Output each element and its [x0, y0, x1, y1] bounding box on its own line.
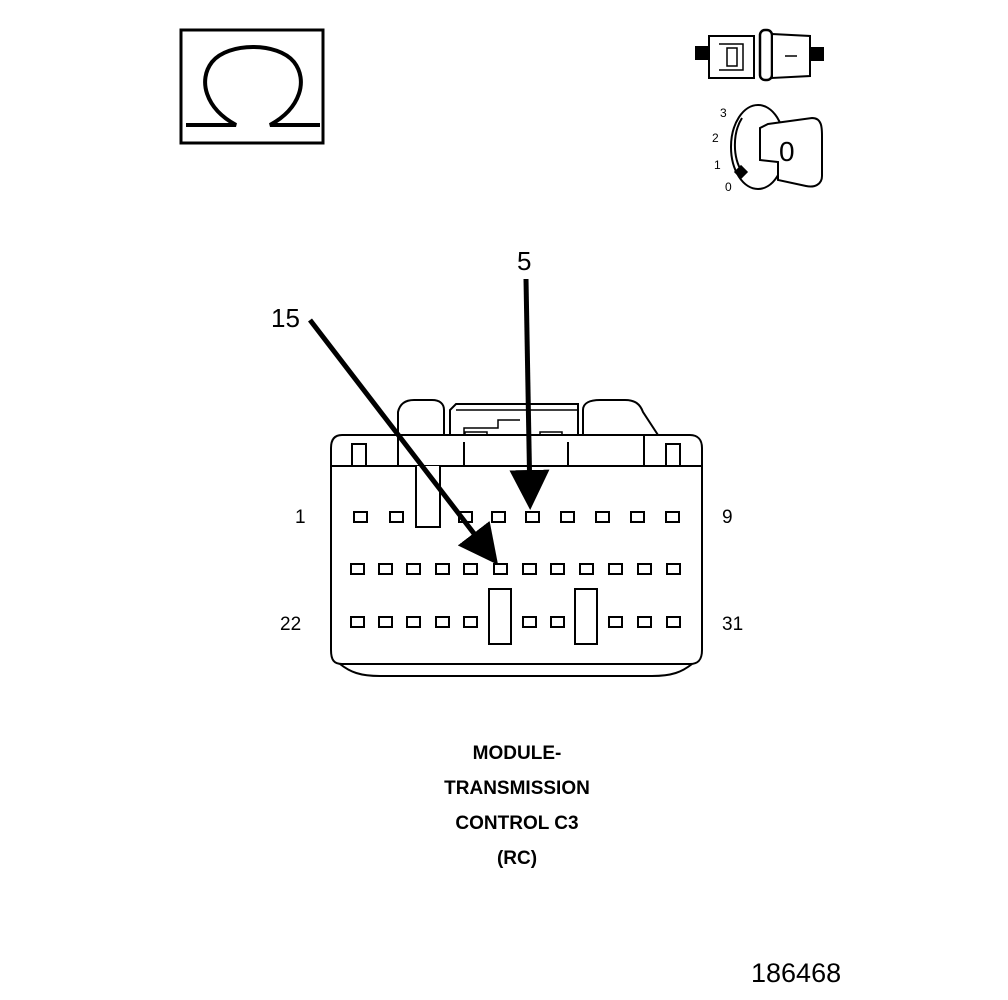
pin-cavity [435, 563, 450, 575]
pin-cavity [579, 563, 594, 575]
figure-number: 186468 [751, 958, 842, 988]
key-position-2: 2 [712, 131, 719, 145]
pin-cavity [350, 616, 365, 628]
pin-cavity [435, 616, 450, 628]
pin-cavity [491, 511, 506, 523]
caption-line-2: TRANSMISSION [444, 778, 590, 799]
pin-cavity [608, 616, 623, 628]
pin-cavity [595, 511, 610, 523]
pin-cavity [560, 511, 575, 523]
key-position-0: 0 [725, 180, 732, 194]
pin-cavity [637, 616, 652, 628]
pin-cavity [630, 511, 645, 523]
callout-label-15: 15 [271, 303, 300, 333]
pin-cavity [637, 563, 652, 575]
callout-label-5: 5 [517, 246, 532, 276]
pin-cavity [608, 563, 623, 575]
key-position-3: 3 [720, 106, 727, 120]
pin-cavity [353, 511, 368, 523]
caption-line-4: (RC) [496, 848, 538, 869]
pin-label-31: 31 [722, 614, 744, 635]
pin-cavity [389, 511, 404, 523]
pin-cavity [406, 616, 421, 628]
pin-cavity [522, 563, 537, 575]
callout-arrow-5 [509, 278, 550, 510]
pin-cavity [378, 616, 393, 628]
pin-cavity [665, 511, 680, 523]
key-current-position: 0 [779, 136, 795, 167]
pin-cavity [378, 563, 393, 575]
pin-cavity [666, 616, 681, 628]
pin-cavity [522, 616, 537, 628]
pin-cavity [406, 563, 421, 575]
callout-arrow-15 [308, 318, 499, 565]
pin-cavity [350, 563, 365, 575]
pin-cavity [463, 616, 478, 628]
pin-cavity [550, 616, 565, 628]
caption-line-3: CONTROL C3 [455, 813, 579, 834]
caption-line-1: MODULE- [472, 743, 562, 764]
pin-label-22: 22 [280, 614, 302, 635]
pin-cavity [493, 563, 508, 575]
pin-cavity [666, 563, 681, 575]
pin-label-1: 1 [295, 507, 306, 528]
key-position-1: 1 [714, 158, 721, 172]
pin-cavity [525, 511, 540, 523]
pin-label-9: 9 [722, 507, 733, 528]
pin-cavity [550, 563, 565, 575]
